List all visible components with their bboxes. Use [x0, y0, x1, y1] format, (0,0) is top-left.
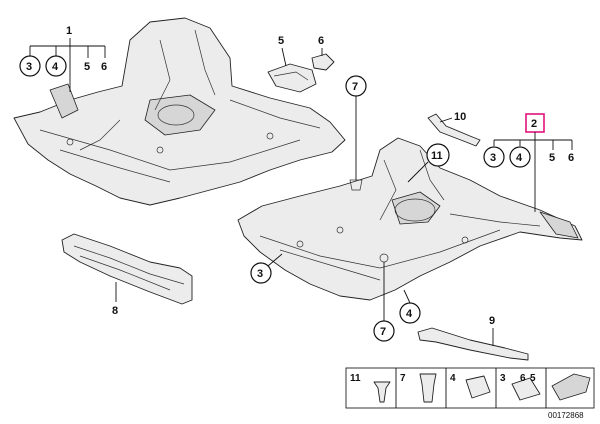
svg-text:6: 6 — [520, 373, 526, 384]
legend-item-7: 7 — [400, 373, 437, 403]
callout-6-top: 6 — [318, 35, 324, 56]
svg-text:3: 3 — [257, 268, 263, 280]
svg-text:11: 11 — [350, 373, 361, 384]
svg-text:2: 2 — [531, 118, 537, 130]
svg-text:3: 3 — [500, 373, 506, 384]
callout-5-top: 5 — [278, 35, 287, 67]
svg-text:9: 9 — [489, 315, 495, 327]
svg-text:1: 1 — [66, 25, 72, 37]
callout-8: 8 — [112, 282, 118, 317]
underbody-panel-front — [13, 17, 346, 206]
svg-text:7: 7 — [352, 81, 358, 93]
svg-text:4: 4 — [450, 373, 456, 384]
callout-11: 11 — [407, 143, 450, 183]
callout-2: 2 3 4 5 6 — [483, 113, 574, 212]
callout-10: 10 — [439, 111, 466, 123]
callout-3-lower: 3 — [250, 253, 283, 284]
reference-number: 00172868 — [548, 411, 584, 420]
callout-7-upper: 7 — [345, 75, 367, 191]
callout-4-lower: 4 — [399, 289, 421, 324]
svg-text:3: 3 — [26, 61, 32, 73]
svg-text:4: 4 — [406, 308, 413, 320]
svg-text:10: 10 — [454, 111, 466, 123]
svg-text:5: 5 — [278, 35, 284, 47]
svg-text:6: 6 — [101, 61, 107, 73]
svg-text:8: 8 — [112, 305, 118, 317]
callout-7-lower: 7 — [373, 262, 395, 342]
callout-1: 1 3 4 5 6 — [19, 25, 107, 92]
svg-text:11: 11 — [431, 150, 443, 162]
underbody-panel-rear — [237, 137, 583, 301]
svg-text:5: 5 — [549, 152, 555, 164]
svg-text:7: 7 — [400, 373, 406, 384]
bracket-part-5 — [267, 63, 317, 93]
legend-item-3: 3 — [500, 373, 541, 401]
legend-item-11: 11 — [350, 373, 391, 403]
deflector-part-8 — [61, 233, 193, 305]
clip-part-6 — [311, 53, 335, 71]
svg-text:3: 3 — [490, 152, 496, 164]
svg-text:6: 6 — [568, 152, 574, 164]
svg-text:7: 7 — [380, 326, 386, 338]
bar-part-9 — [417, 327, 529, 361]
svg-text:4: 4 — [516, 152, 523, 164]
svg-text:6: 6 — [318, 35, 324, 47]
svg-text:4: 4 — [52, 61, 59, 73]
legend-item-6-5: 6 5 — [520, 373, 591, 401]
svg-text:5: 5 — [530, 373, 536, 384]
svg-text:5: 5 — [84, 61, 90, 73]
legend-item-4: 4 — [450, 373, 491, 399]
fastener-legend: 11 7 4 3 6 5 — [345, 367, 595, 409]
callout-9: 9 — [489, 315, 495, 346]
